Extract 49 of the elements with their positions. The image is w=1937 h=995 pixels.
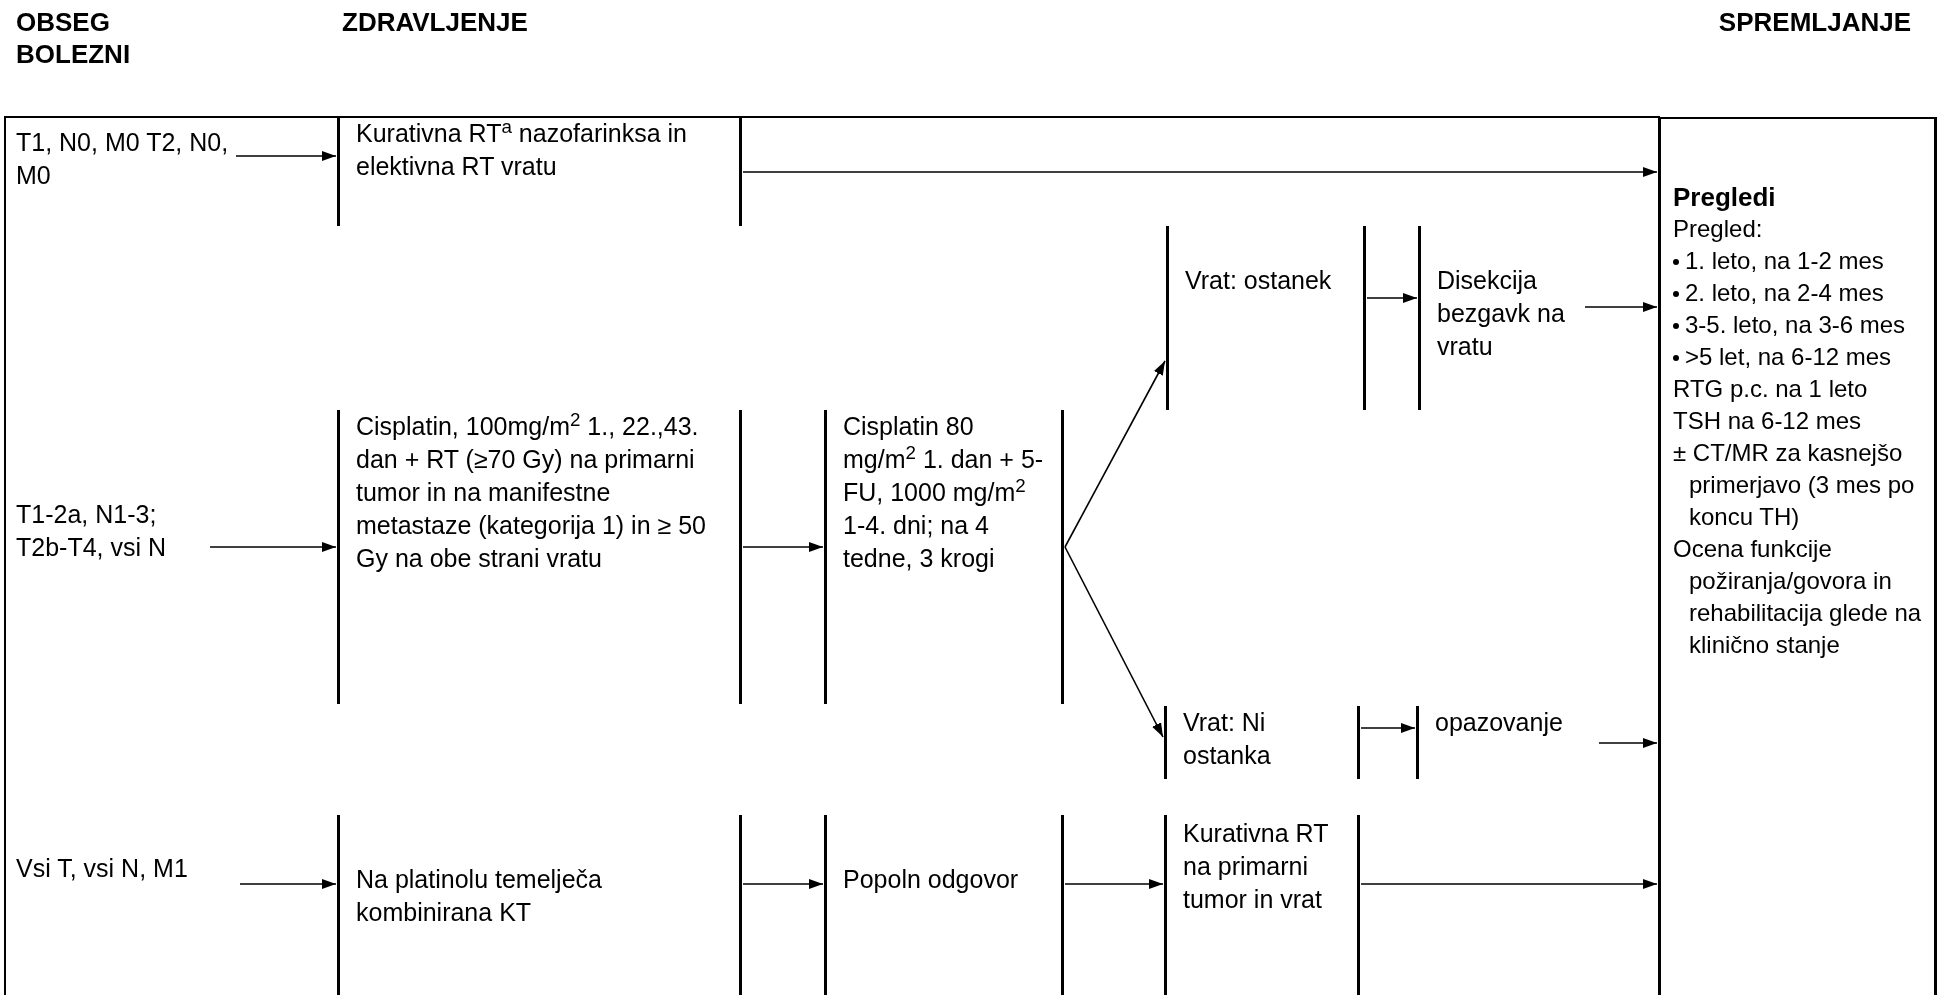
arrow <box>1598 738 1658 748</box>
list-item: 3-5. leto, na 3-6 mes <box>1685 310 1906 340</box>
arrow <box>742 167 1658 177</box>
follow-up-box <box>1658 117 1937 995</box>
treatment-box <box>1164 706 1360 779</box>
box-text: Cisplatin 80 mg/m$^{2}$ 1. dan + 5-FU, 1000 mg/m$^{2}$ 1-4. dni; na 4 tedne, 3 krogi <box>843 411 1045 574</box>
arrow <box>742 879 824 889</box>
box-text: Vrat: Ni ostanka <box>1183 707 1272 771</box>
treatment-box <box>337 410 742 704</box>
box-text: Disekcija bezgavk na vratu <box>1437 265 1566 362</box>
arrow <box>235 151 337 161</box>
note-text: RTG p.c. na 1 leto <box>1673 374 1869 404</box>
treatment-box <box>337 815 742 995</box>
arrow <box>1064 360 1166 548</box>
arrow <box>1584 302 1658 312</box>
arrow <box>209 542 337 552</box>
treatment-box <box>1166 226 1366 410</box>
box-text: Kurativna RT na primarni tumor in vrat <box>1183 818 1329 915</box>
note-text: TSH na 6-12 mes <box>1673 406 1863 436</box>
treatment-box <box>337 117 742 226</box>
arrow <box>1064 546 1164 738</box>
treatment-box <box>1164 815 1360 995</box>
box-text: Na platinolu temelječa kombinirana KT <box>356 864 603 928</box>
stage-label: Vsi T, vsi N, M1 <box>16 852 238 885</box>
stage-label: T1-2a, N1-3; T2b-T4, vsi N <box>16 498 208 564</box>
arrow <box>742 542 824 552</box>
box-text: Kurativna RT$^{a}$ nazofarinksa in elektivna RT vratu <box>356 117 688 182</box>
box-text: opazovanje <box>1435 707 1564 738</box>
arrow <box>239 879 337 889</box>
column-heading: SPREMLJANJE <box>1718 6 1911 38</box>
arrow <box>1366 293 1418 303</box>
arrow <box>1360 723 1416 733</box>
box-text: Popoln odgovor <box>843 864 1020 895</box>
box-text: Cisplatin, 100mg/m$^{2}$ 1., 22.,43. dan + RT (≥70 Gy) na primarni tumor in na manifestne metastaze (kategorija 1) in ≥ 50 Gy na obe strani vratu <box>356 410 707 574</box>
box-text: Vrat: ostanek <box>1185 265 1333 296</box>
section-heading: Pregledi <box>1673 181 1776 213</box>
note-text: ± CT/MR za kasnejšo primerjavo (3 mes po koncu TH) <box>1673 438 1916 532</box>
arrow <box>1360 879 1658 889</box>
list-item: 1. leto, na 1-2 mes <box>1685 246 1884 276</box>
stage-label: T1, N0, M0 T2, N0, M0 <box>16 126 234 192</box>
list-item: >5 let, na 6-12 mes <box>1685 342 1892 372</box>
note-text: Pregled: <box>1673 214 1764 244</box>
note-text: Ocena funkcije požiranja/govora in rehabilitacija glede na klinično stanje <box>1673 534 1923 660</box>
column-heading: OBSEG BOLEZNI <box>16 6 132 70</box>
arrow <box>1064 879 1164 889</box>
column-heading: ZDRAVLJENJE <box>342 6 528 38</box>
treatment-box <box>824 410 1064 704</box>
treatment-box <box>824 815 1064 995</box>
list-item: 2. leto, na 2-4 mes <box>1685 278 1884 308</box>
